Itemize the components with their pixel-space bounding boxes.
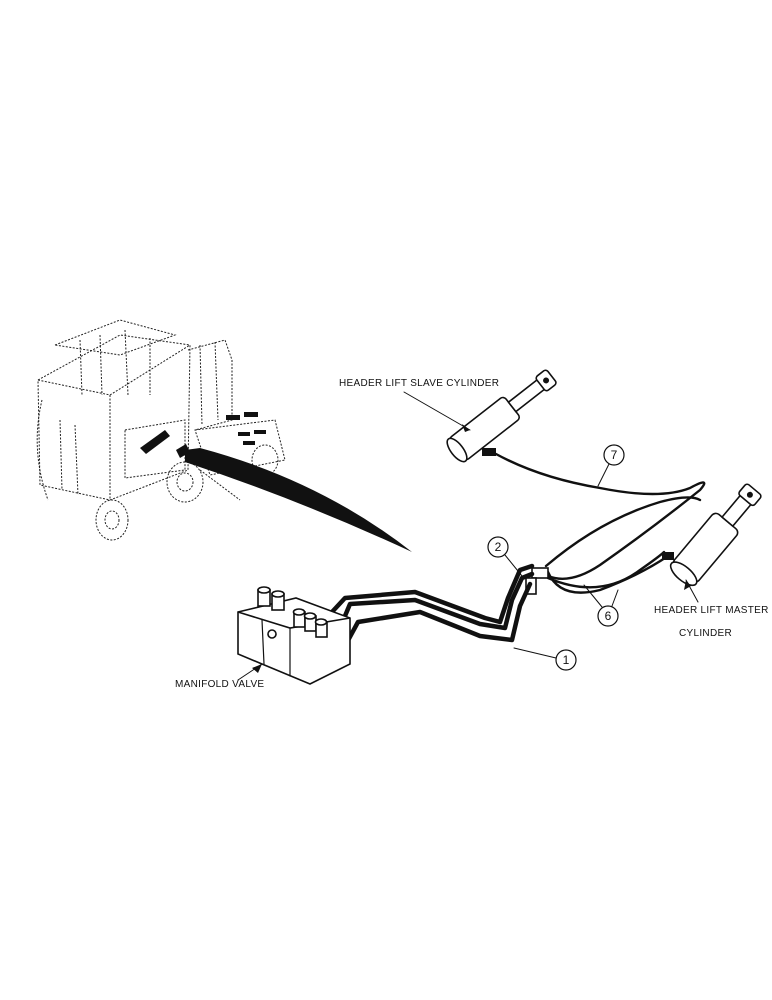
callout-1-number: 1	[563, 653, 570, 667]
master-cylinder-label-line1: HEADER LIFT MASTER	[654, 605, 769, 616]
steel-tubes	[319, 563, 535, 649]
callout-1: 1	[513, 647, 577, 671]
slave-cylinder-label: HEADER LIFT SLAVE CYLINDER	[339, 378, 499, 389]
baler-machine-sketch	[36, 319, 286, 541]
slave-cylinder	[446, 369, 557, 463]
master-cylinder-callout: HEADER LIFT MASTER CYLINDER	[654, 579, 769, 639]
slave-cylinder-callout: HEADER LIFT SLAVE CYLINDER	[339, 378, 499, 432]
manifold-valve-label: MANIFOLD VALVE	[175, 679, 264, 690]
master-cylinder	[662, 483, 762, 587]
callout-2: 2	[487, 536, 523, 577]
callout-7: 7	[597, 444, 625, 487]
master-cylinder-label-line2: CYLINDER	[679, 628, 732, 639]
callout-6-number: 6	[605, 609, 612, 623]
callout-6: 6	[583, 584, 619, 627]
callout-2-number: 2	[495, 540, 502, 554]
valve-cap	[257, 586, 328, 638]
hoses	[494, 452, 706, 594]
manifold-valve-callout: MANIFOLD VALVE	[175, 663, 264, 690]
detail-pointer-wedge	[185, 448, 412, 552]
callout-7-number: 7	[611, 448, 618, 462]
manifold-valve	[237, 586, 351, 685]
